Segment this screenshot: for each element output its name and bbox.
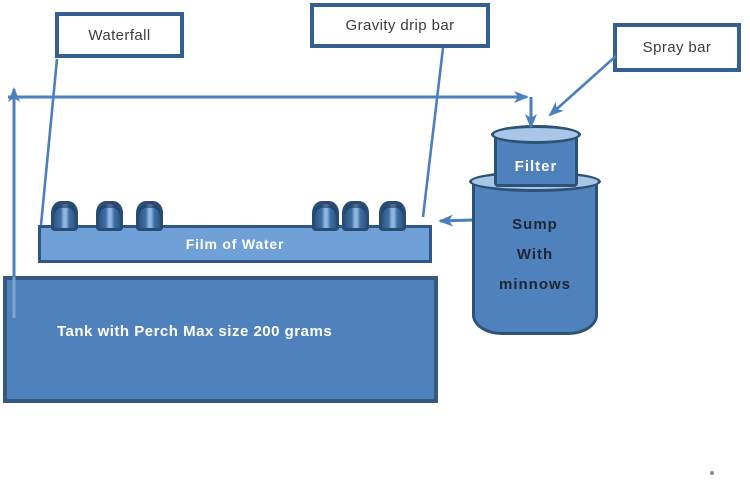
filter-label: Filter	[514, 158, 558, 175]
waterfall-label: Waterfall	[88, 26, 151, 44]
sump-label-line3: minnows	[498, 276, 571, 293]
gravity-drip-bar-label: Gravity drip bar	[345, 17, 455, 34]
drip-peg	[96, 201, 123, 231]
drip-peg	[379, 201, 406, 231]
sump-label: Sump With minnows	[472, 210, 598, 300]
drip-peg	[342, 201, 369, 231]
film-of-water-label: Film of Water	[185, 236, 285, 252]
drip-peg	[51, 201, 78, 231]
perch-tank-label: Tank with Perch Max size 200 grams	[57, 323, 333, 340]
waterfall-callout-line	[39, 58, 59, 226]
filter-top-ellipse	[491, 125, 581, 144]
gravity-drip-bar-label-box: Gravity drip bar	[310, 3, 490, 48]
sump-to-film-left-arrow	[438, 214, 473, 227]
drip-peg	[312, 201, 339, 231]
spray-bar-callout-arrow	[548, 55, 617, 117]
stray-dot	[710, 471, 714, 475]
sump-label-line1: Sump	[512, 216, 558, 233]
spray-bar-label-box: Spray bar	[613, 23, 741, 72]
waterfall-label-box: Waterfall	[55, 12, 184, 58]
perch-tank-shape: Tank with Perch Max size 200 grams	[3, 276, 438, 403]
spray-bar-label: Spray bar	[642, 39, 712, 56]
drip-peg	[136, 201, 163, 231]
film-of-water-bar: Film of Water	[38, 225, 432, 263]
gravity-drip-bar-callout-line	[421, 47, 445, 218]
sump-label-line2: With	[516, 246, 554, 263]
